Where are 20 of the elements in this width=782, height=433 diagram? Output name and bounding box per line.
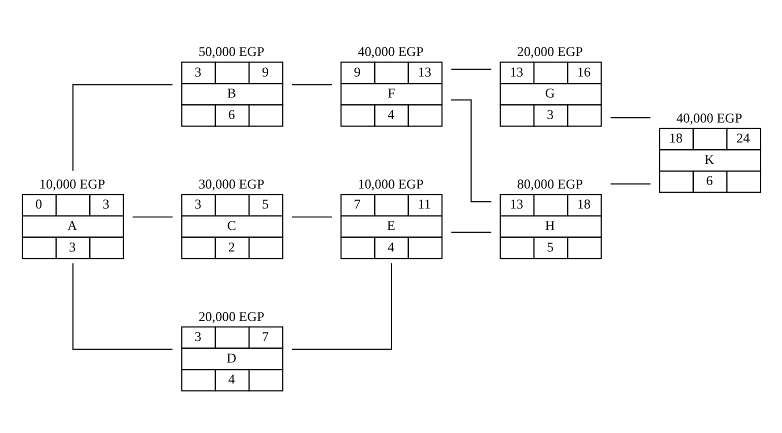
connector — [450, 68, 491, 70]
node-label: 10,000 EGP — [38, 176, 105, 192]
node-label: 40,000 EGP — [676, 110, 742, 125]
node-label: 80,000 EGP — [516, 176, 582, 192]
connector — [72, 262, 172, 350]
node-label: 50,000 EGP — [198, 44, 264, 59]
connector — [450, 231, 491, 232]
node-label: 20,000 EGP — [198, 308, 264, 324]
connector — [610, 182, 650, 184]
connector — [291, 262, 392, 350]
connector — [610, 116, 650, 118]
connector — [132, 216, 172, 218]
connector — [291, 84, 332, 85]
connector — [450, 98, 491, 202]
connector — [291, 216, 332, 218]
node-label: 40,000 EGP — [357, 44, 424, 59]
node-label: 10,000 EGP — [357, 176, 424, 192]
node-label: 30,000 EGP — [198, 176, 264, 192]
connector — [72, 84, 172, 170]
node-label: 20,000 EGP — [516, 44, 582, 59]
